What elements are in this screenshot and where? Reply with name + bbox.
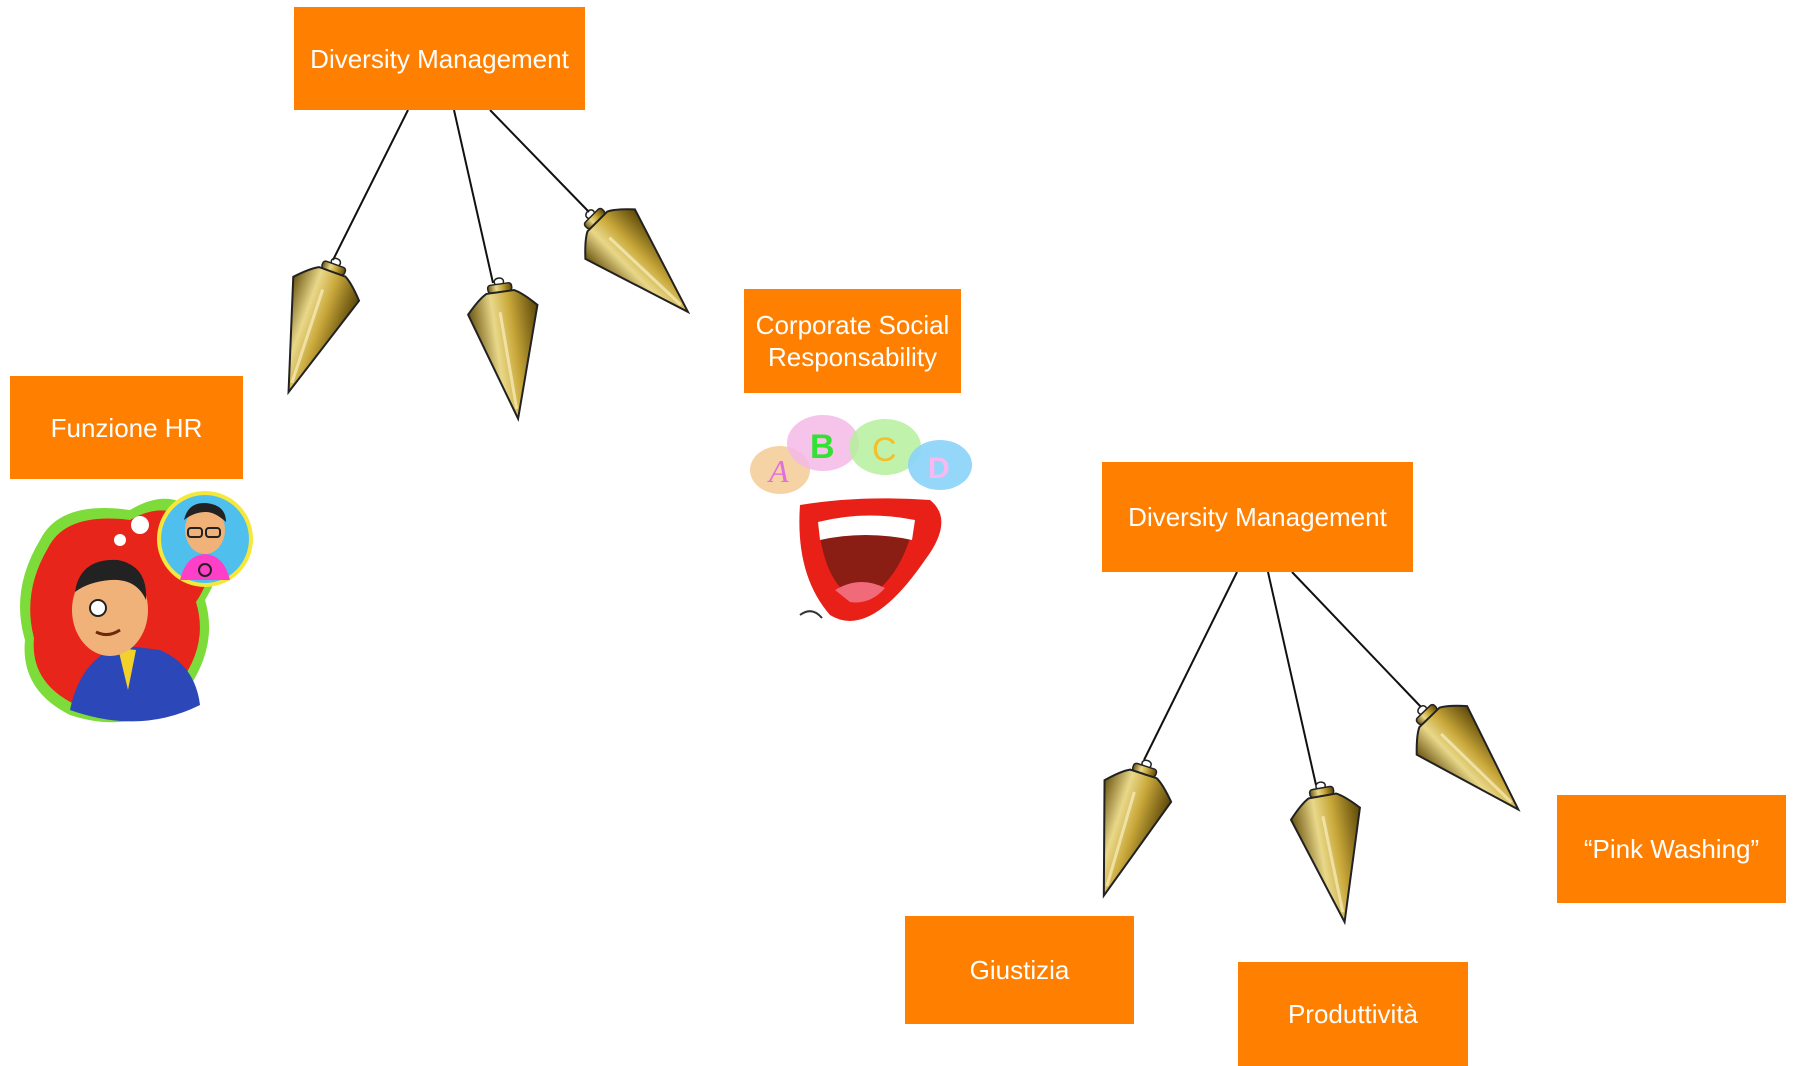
csr-label: Corporate Social Responsability [755, 310, 950, 372]
pendulum-icon [254, 245, 372, 406]
pendulum-icon [1069, 748, 1183, 908]
pink-washing-box: “Pink Washing” [1557, 795, 1786, 903]
top-string-middle [453, 109, 494, 284]
bottom-string-middle [1267, 571, 1317, 786]
businessman-thinking-icon [20, 491, 253, 723]
svg-text:D: D [928, 452, 950, 485]
bottom-root-label: Diversity Management [1128, 502, 1387, 532]
produttivita-label: Produttività [1287, 999, 1419, 1029]
pendulum-icon [462, 271, 555, 426]
produttivita-box: Produttività [1238, 962, 1468, 1066]
top-root-label: Diversity Management [310, 43, 569, 74]
bottom-string-right [1291, 571, 1422, 708]
bottom-root-box: Diversity Management [1102, 462, 1413, 572]
svg-text:A: A [767, 453, 789, 489]
pendulum-icon [1392, 681, 1545, 836]
pink-washing-label: “Pink Washing” [1583, 834, 1760, 864]
svg-text:C: C [872, 431, 897, 469]
talking-mouth-icon: A B C D [750, 415, 972, 621]
hr-box: Funzione HR [10, 376, 243, 479]
csr-box: Corporate Social Responsability [744, 289, 961, 393]
bottom-string-left [1143, 571, 1238, 761]
pendulum-icon [1283, 774, 1381, 930]
giustizia-label: Giustizia [969, 955, 1070, 985]
svg-text:B: B [810, 428, 835, 466]
hr-label: Funzione HR [50, 412, 203, 443]
giustizia-box: Giustizia [905, 916, 1134, 1024]
top-string-right [489, 109, 590, 213]
top-root-box: Diversity Management [294, 7, 585, 110]
top-string-left [332, 109, 409, 261]
